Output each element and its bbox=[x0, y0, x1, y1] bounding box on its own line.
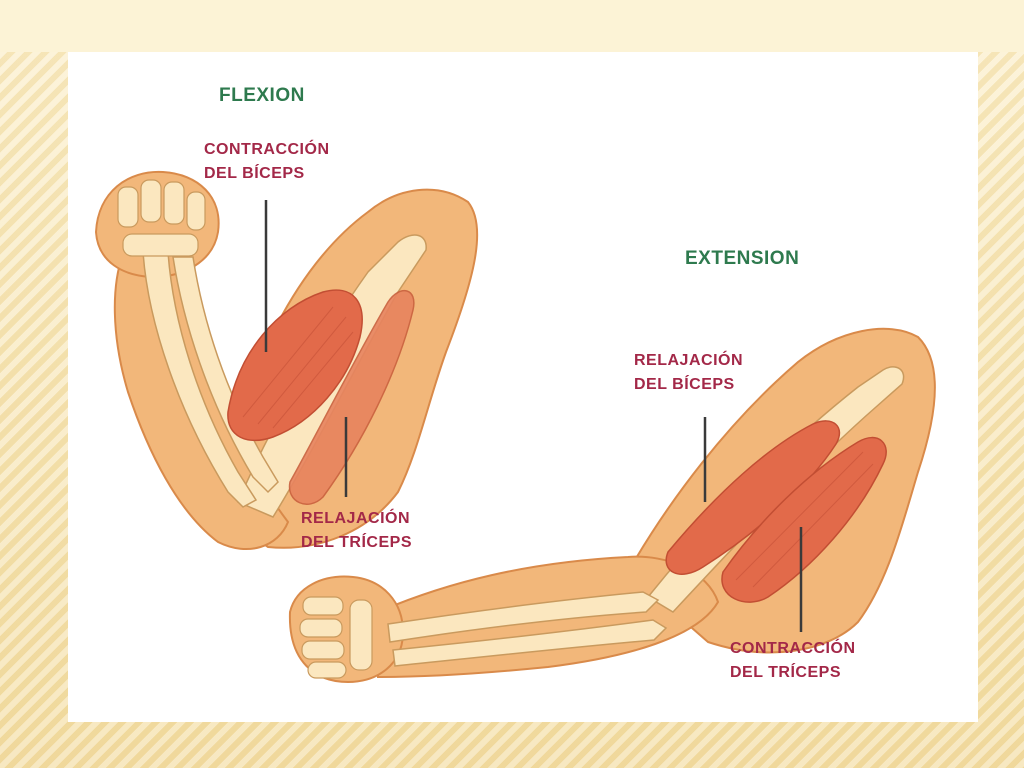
extension-biceps-label: RELAJACIÓN DEL BÍCEPS bbox=[634, 349, 743, 397]
flexed-biceps-muscle bbox=[227, 289, 363, 442]
extension-triceps-label: CONTRACCIÓN DEL TRÍCEPS bbox=[730, 637, 856, 685]
flexion-triceps-label-line1: RELAJACIÓN bbox=[301, 510, 411, 527]
extension-title: EXTENSION bbox=[685, 248, 800, 269]
flexion-biceps-label-line1: CONTRACCIÓN bbox=[204, 141, 330, 158]
extended-ulna-bone bbox=[392, 619, 668, 667]
extension-biceps-label-line1: RELAJACIÓN bbox=[634, 352, 744, 369]
flexion-triceps-label: RELAJACIÓN DEL TRÍCEPS bbox=[301, 507, 412, 555]
extended-triceps-fibers bbox=[735, 451, 874, 588]
flexion-biceps-label: CONTRACCIÓN DEL BÍCEPS bbox=[204, 138, 330, 186]
extended-arm bbox=[288, 327, 936, 684]
flexion-biceps-label-line2: DEL BÍCEPS bbox=[204, 165, 305, 182]
flexed-hand-bones bbox=[117, 179, 206, 257]
flexed-ulna-bone bbox=[172, 256, 279, 494]
arm-diagram bbox=[94, 170, 936, 684]
flexed-biceps-fibers bbox=[242, 306, 354, 429]
extended-biceps-muscle bbox=[665, 420, 841, 575]
extension-triceps-label-line1: CONTRACCIÓN bbox=[730, 640, 856, 657]
slide-top-band bbox=[0, 0, 1024, 52]
flexion-triceps-label-line2: DEL TRÍCEPS bbox=[301, 534, 412, 551]
flexion-title: FLEXION bbox=[219, 85, 305, 106]
flexed-arm bbox=[94, 170, 479, 551]
extension-triceps-label-line2: DEL TRÍCEPS bbox=[730, 664, 841, 681]
extension-biceps-label-line2: DEL BÍCEPS bbox=[634, 376, 735, 393]
extended-hand-bones bbox=[299, 596, 373, 679]
extended-radius-bone bbox=[387, 591, 660, 643]
flexed-triceps-muscle bbox=[288, 290, 415, 505]
extended-triceps-muscle bbox=[721, 436, 887, 603]
diagram-panel: FLEXION CONTRACCIÓN DEL BÍCEPS RELAJACIÓ… bbox=[68, 52, 978, 722]
flexed-radius-bone bbox=[142, 251, 258, 508]
